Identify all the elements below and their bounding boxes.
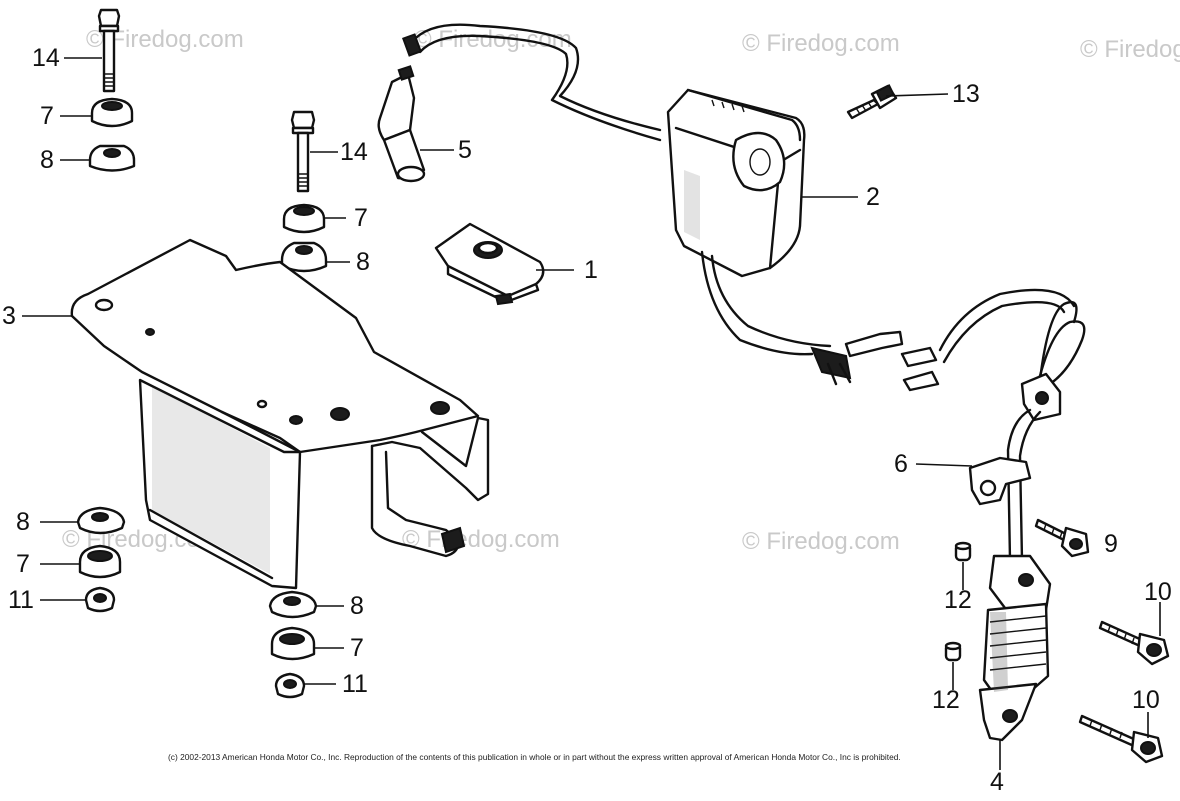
callout-6: 6	[894, 450, 908, 478]
callout-1: 1	[584, 256, 598, 284]
nut-11-lower-left	[84, 586, 116, 613]
ignition-coil-2	[402, 23, 904, 386]
copyright-notice: (c) 2002-2013 American Honda Motor Co., …	[168, 752, 901, 762]
callout-14-middle: 14	[340, 138, 368, 166]
callout-12-upper: 12	[944, 586, 972, 614]
cushion-7-lower-middle	[270, 626, 316, 661]
callout-8-lower-middle: 8	[350, 592, 364, 620]
watermark: © Firedog.com	[402, 526, 560, 553]
callout-10-lower: 10	[1132, 686, 1160, 714]
callout-12-lower: 12	[932, 686, 960, 714]
cushion-7-middle	[282, 203, 326, 234]
bolt-14-middle	[290, 110, 316, 193]
plug-cap-5	[377, 65, 426, 183]
cushion-7-top-left	[90, 97, 134, 128]
callout-7-lower-left: 7	[16, 550, 30, 578]
callout-13: 13	[952, 80, 980, 108]
collar-12-upper	[954, 541, 972, 562]
callout-7-middle: 7	[354, 204, 368, 232]
bolt-14-top-left	[97, 8, 121, 93]
callout-14-top-left: 14	[32, 44, 60, 72]
collar-12-lower	[944, 641, 962, 662]
watermark: © Firedog.com	[742, 30, 900, 57]
screw-9	[1034, 518, 1090, 558]
callout-8-lower-left: 8	[16, 508, 30, 536]
cushion-8-lower-middle	[268, 590, 318, 619]
callout-4: 4	[990, 768, 1004, 796]
bracket-1	[434, 222, 545, 306]
callout-10-upper: 10	[1144, 578, 1172, 606]
callout-2: 2	[866, 183, 880, 211]
callout-7-top-left: 7	[40, 102, 54, 130]
bolt-13	[846, 84, 898, 120]
screw-10-upper	[1098, 620, 1170, 666]
callout-3: 3	[2, 302, 16, 330]
plate-3	[70, 238, 490, 590]
callout-8-middle: 8	[356, 248, 370, 276]
cushion-8-top-left	[88, 144, 136, 172]
screw-10-lower	[1078, 714, 1164, 764]
callout-9: 9	[1104, 530, 1118, 558]
watermark: © Firedog.com	[742, 528, 900, 555]
watermark: © Firedog.com	[1080, 36, 1180, 63]
callout-11-lower-middle: 11	[342, 670, 368, 698]
callout-11-lower-left: 11	[8, 586, 34, 614]
cushion-7-lower-left	[78, 544, 122, 579]
cushion-8-middle	[280, 241, 328, 273]
cushion-8-lower-left	[76, 506, 126, 535]
callout-7-lower-middle: 7	[350, 634, 364, 662]
exciter-coil-4	[900, 288, 1086, 742]
leader-lines	[22, 57, 1161, 770]
nut-11-lower-middle	[274, 672, 306, 699]
callout-8-top-left: 8	[40, 146, 54, 174]
callout-5: 5	[458, 136, 472, 164]
